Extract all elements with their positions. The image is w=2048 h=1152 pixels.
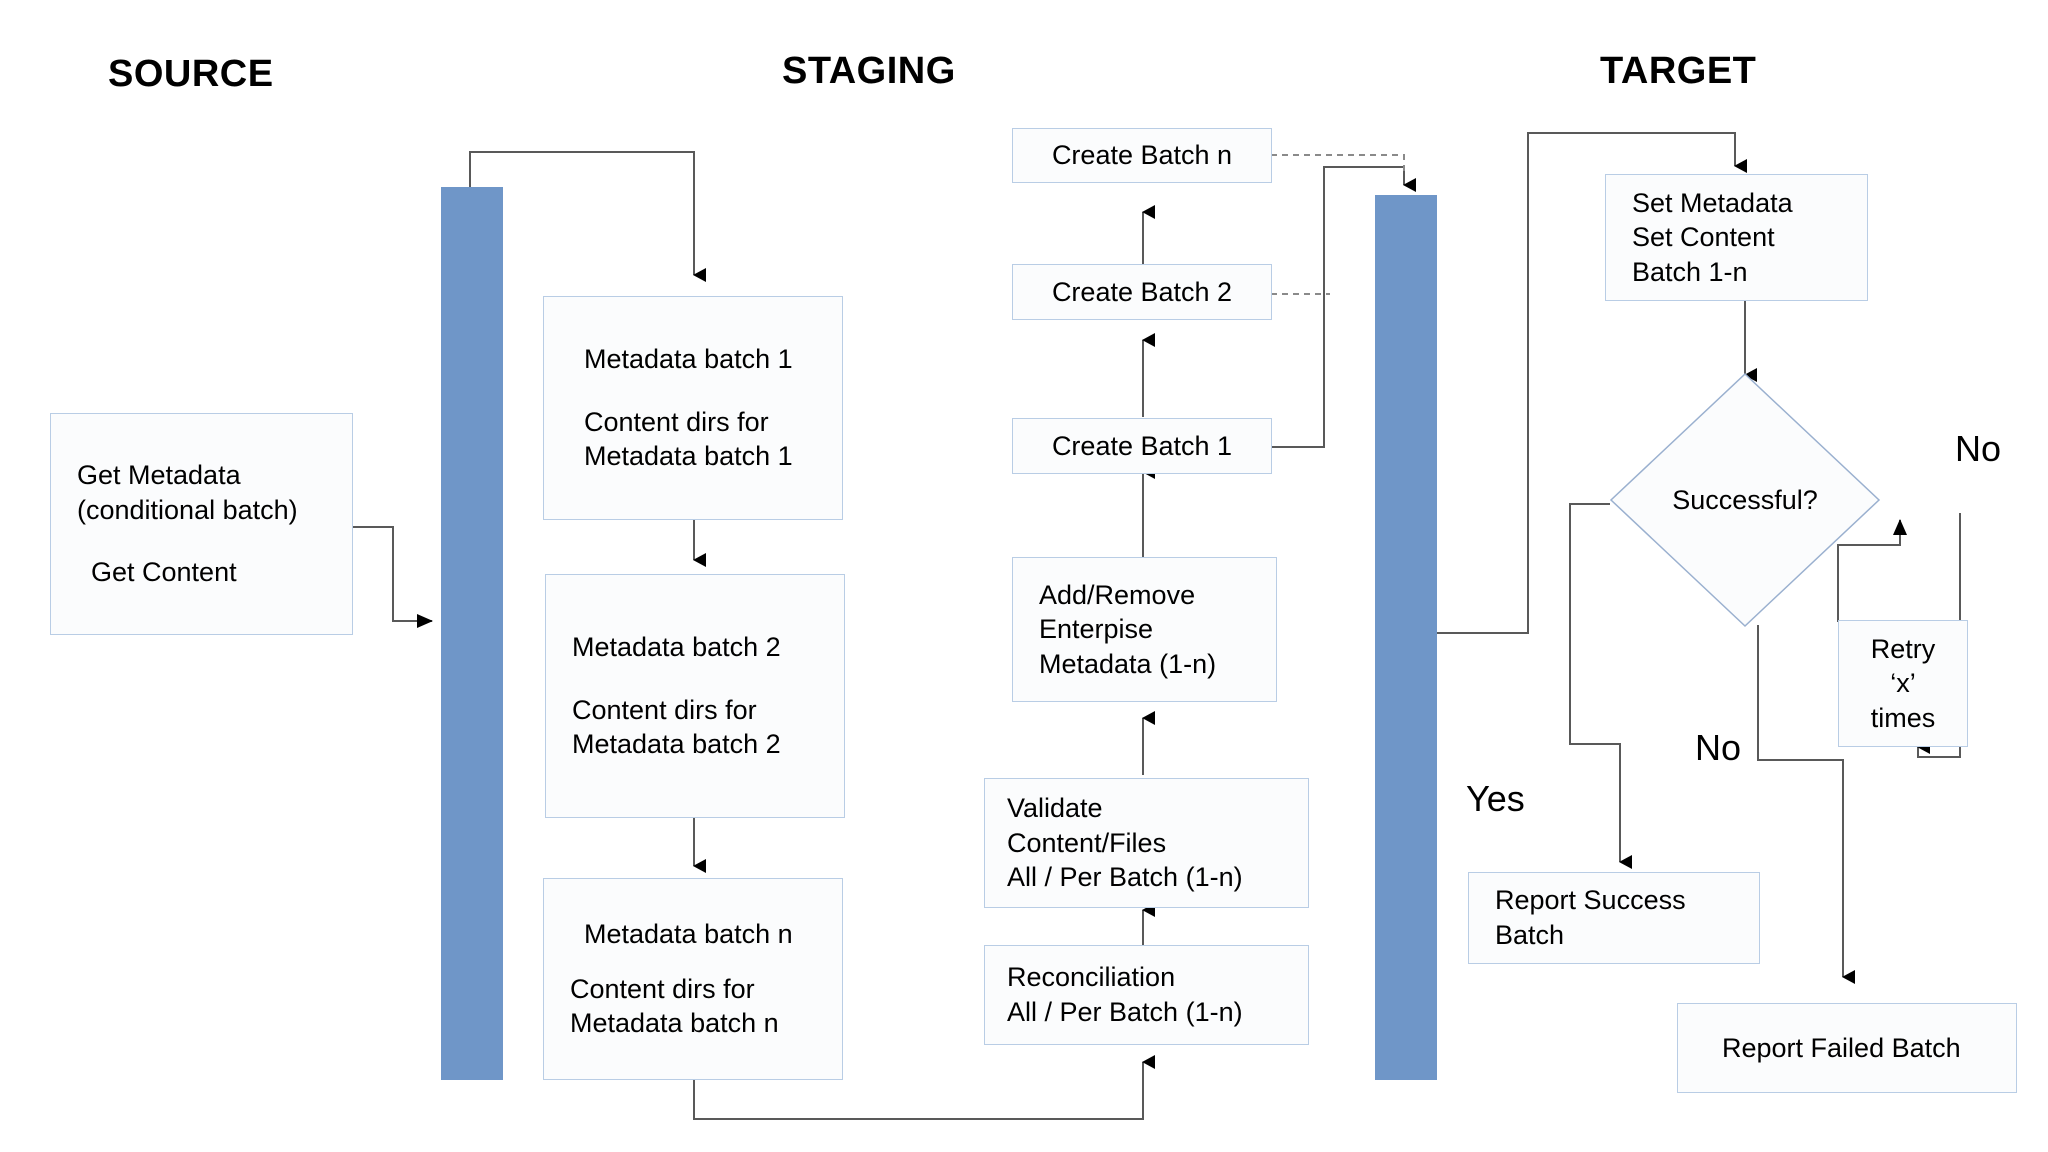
report-failed-line1: Report Failed Batch xyxy=(1722,1032,1961,1063)
node-validate-content-files[interactable]: Validate Content/Files All / Per Batch (… xyxy=(984,778,1309,908)
node-metadata-batch-1[interactable]: Metadata batch 1 Content dirs for Metada… xyxy=(543,296,843,520)
metadata-batch-1-title: Metadata batch 1 xyxy=(584,344,793,375)
node-decision-successful[interactable]: Successful? xyxy=(1609,372,1881,628)
get-metadata-line1: Get Metadata xyxy=(77,460,241,491)
node-create-batch-2[interactable]: Create Batch 2 xyxy=(1012,264,1272,320)
metadata-batch-2-title: Metadata batch 2 xyxy=(572,632,781,663)
metadata-batch-n-line2: Content dirs for xyxy=(570,973,755,1004)
metadata-batch-n-title: Metadata batch n xyxy=(584,919,793,950)
edge-label-no-bottom: No xyxy=(1695,727,1742,768)
metadata-batch-n-line3: Metadata batch n xyxy=(570,1008,779,1039)
swimlane-bar-source xyxy=(441,187,503,1080)
node-metadata-batch-n[interactable]: Metadata batch n Content dirs for Metada… xyxy=(543,878,843,1080)
get-content-line: Get Content xyxy=(91,557,237,588)
retry-line3: times xyxy=(1870,702,1936,733)
wire-createbatchn-dotted xyxy=(1271,154,1405,176)
node-create-batch-1[interactable]: Create Batch 1 xyxy=(1012,418,1272,474)
node-metadata-batch-2[interactable]: Metadata batch 2 Content dirs for Metada… xyxy=(545,574,845,818)
wire-lane-to-batch1 xyxy=(469,151,706,282)
create-batch-n-label: Create Batch n xyxy=(1051,140,1233,171)
edge-label-yes: Yes xyxy=(1466,778,1525,819)
create-batch-1-label: Create Batch 1 xyxy=(1051,430,1233,461)
node-report-success-batch[interactable]: Report Success Batch xyxy=(1468,872,1760,964)
node-report-failed-batch[interactable]: Report Failed Batch xyxy=(1677,1003,2017,1093)
reconciliation-line1: Reconciliation xyxy=(1007,962,1176,993)
metadata-batch-2-line2: Content dirs for xyxy=(572,694,757,725)
node-get-metadata-content[interactable]: Get Metadata (conditional batch) Get Con… xyxy=(50,413,353,635)
enterprise-line3: Metadata (1-n) xyxy=(1039,648,1217,679)
report-success-line2: Batch xyxy=(1495,920,1565,950)
create-batch-2-label: Create Batch 2 xyxy=(1051,276,1233,307)
set-metadata-line3: Batch 1-n xyxy=(1632,256,1748,287)
wire-decision-no-to-report-failed xyxy=(1757,625,1855,984)
wire-source-to-lane xyxy=(353,526,433,628)
swimlane-bar-staging xyxy=(1375,195,1437,1080)
enterprise-line1: Add/Remove xyxy=(1039,579,1196,610)
section-title-target: TARGET xyxy=(1600,50,1757,92)
node-add-remove-enterprise-metadata[interactable]: Add/Remove Enterpise Metadata (1-n) xyxy=(1012,557,1277,702)
node-retry-x-times[interactable]: Retry ‘x’ times xyxy=(1838,620,1968,747)
section-title-staging: STAGING xyxy=(782,50,956,92)
validate-line1: Validate xyxy=(1007,793,1103,824)
reconciliation-line2: All / Per Batch (1-n) xyxy=(1007,997,1243,1027)
metadata-batch-1-line2: Content dirs for xyxy=(584,406,769,437)
metadata-batch-2-line3: Metadata batch 2 xyxy=(572,729,781,760)
set-metadata-line1: Set Metadata xyxy=(1632,187,1793,218)
retry-line1: Retry xyxy=(1870,633,1936,664)
report-success-line1: Report Success xyxy=(1495,885,1686,916)
node-set-metadata-content[interactable]: Set Metadata Set Content Batch 1-n xyxy=(1605,174,1868,301)
metadata-batch-1-line3: Metadata batch 1 xyxy=(584,441,793,472)
node-create-batch-n[interactable]: Create Batch n xyxy=(1012,128,1272,183)
validate-line3: All / Per Batch (1-n) xyxy=(1007,862,1243,893)
set-metadata-line2: Set Content xyxy=(1632,222,1775,253)
section-title-source: SOURCE xyxy=(108,53,274,95)
node-reconciliation[interactable]: Reconciliation All / Per Batch (1-n) xyxy=(984,945,1309,1045)
get-metadata-line2: (conditional batch) xyxy=(77,494,298,525)
enterprise-line2: Enterpise xyxy=(1039,614,1154,645)
retry-line2: ‘x’ xyxy=(1890,668,1916,699)
decision-label: Successful? xyxy=(1672,485,1818,515)
diamond-shape xyxy=(1609,372,1881,628)
validate-line2: Content/Files xyxy=(1007,827,1167,858)
edge-label-no-top: No xyxy=(1955,428,2002,469)
